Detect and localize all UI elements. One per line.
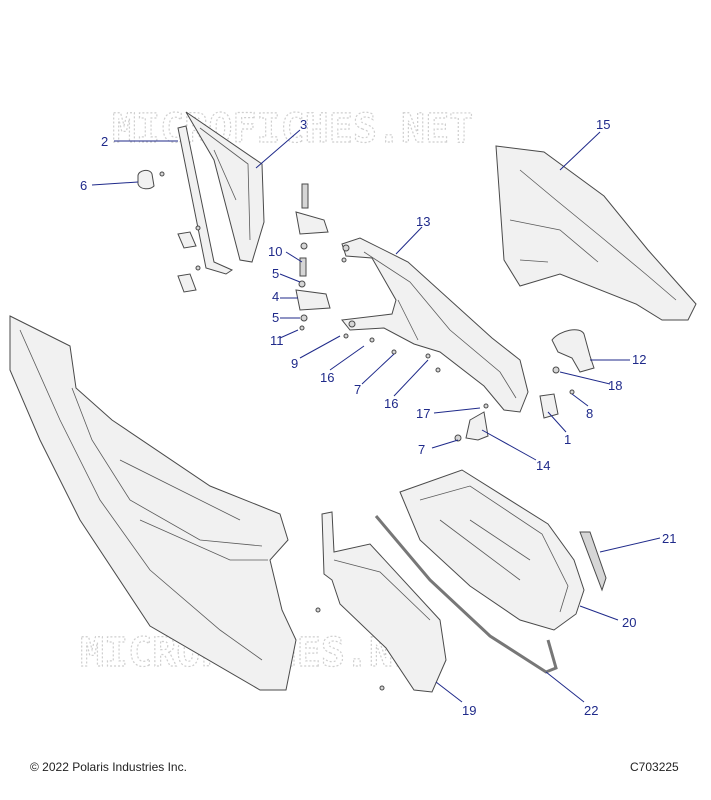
callout-4: 4 [272, 289, 279, 304]
callout-3: 3 [300, 117, 307, 132]
callout-17: 17 [416, 406, 430, 421]
part-clip [137, 169, 155, 190]
callout-2: 2 [101, 134, 108, 149]
callout-5-upper: 5 [272, 266, 279, 281]
part-upper-panel [185, 111, 265, 263]
part-hinge-lower [295, 289, 331, 311]
figure-id: C703225 [630, 760, 679, 774]
callout-9: 9 [291, 356, 298, 371]
part-striker [465, 411, 489, 441]
part-clip-lower-a [177, 231, 197, 249]
callout-16-right: 16 [384, 396, 398, 411]
part-clip-lower-b [177, 273, 197, 293]
callout-22: 22 [584, 703, 598, 718]
callout-15: 15 [596, 117, 610, 132]
part-latch-plate [539, 393, 559, 419]
callout-8: 8 [586, 406, 593, 421]
part-bolt-upper [301, 183, 309, 209]
watermark-top: MICROFICHES.NET [112, 106, 473, 152]
callout-7-upper: 7 [354, 382, 361, 397]
part-lower-seal [374, 515, 558, 674]
callout-21: 21 [662, 531, 676, 546]
callout-1: 1 [564, 432, 571, 447]
part-latch-handle [551, 329, 595, 373]
callout-7-lower: 7 [418, 442, 425, 457]
callout-13: 13 [416, 214, 430, 229]
part-bolt-lower [299, 257, 307, 277]
callout-16-left: 16 [320, 370, 334, 385]
part-lower-shell [399, 469, 585, 631]
callout-19: 19 [462, 703, 476, 718]
callout-6: 6 [80, 178, 87, 193]
part-door-frame [341, 237, 529, 413]
callout-5-lower: 5 [272, 310, 279, 325]
part-trim-strip [579, 531, 607, 592]
callout-20: 20 [622, 615, 636, 630]
copyright-notice: © 2022 Polaris Industries Inc. [30, 760, 187, 774]
callout-10: 10 [268, 244, 282, 259]
part-lower-door-panel [9, 315, 297, 691]
callout-11: 11 [270, 333, 284, 348]
part-seal-strip [177, 125, 234, 275]
callout-14: 14 [536, 458, 550, 473]
part-hinge-upper [295, 211, 329, 235]
callout-18: 18 [608, 378, 622, 393]
callout-12: 12 [632, 352, 646, 367]
part-tube-frame [321, 511, 447, 693]
